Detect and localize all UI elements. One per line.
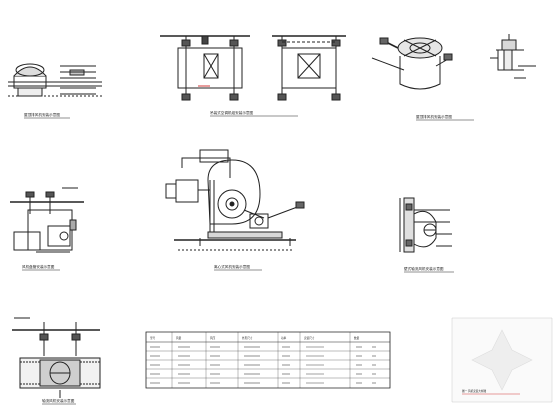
stamp-block: 图一 风机安装大样图 [452, 318, 552, 402]
caption-d3: 屋顶排风机安装示意图 [416, 114, 452, 119]
caption-d5: 离心式风机安装示意图 [214, 264, 250, 269]
watermark-star [472, 330, 532, 390]
detail-rooftop-exhaust [372, 38, 452, 89]
detail-fan-coil [10, 188, 84, 252]
caption-d7: 轴流风机安装示意图 [42, 398, 75, 403]
detail-ceiling-ahu [160, 36, 250, 100]
table-header-cell: 功率 [281, 336, 287, 340]
detail-centrifugal-fan [166, 150, 304, 250]
table-cell-marks [150, 347, 376, 383]
caption-d6: 壁式轴流风机安装示意图 [404, 266, 444, 271]
caption-d2: 吊装式空调机组安装示意图 [210, 110, 254, 115]
equipment-table: 型号 风量 风压 外形尺寸 功率 安装尺寸 数量 [146, 332, 390, 388]
stamp-label: 图一 风机安装大样图 [462, 389, 487, 393]
detail-axial-fan [12, 318, 100, 398]
table-header-cell: 风压 [210, 336, 216, 340]
table-header-cell: 型号 [150, 336, 156, 340]
detail-ceiling-ahu-side [272, 36, 346, 100]
detail-rooftop-fan [8, 64, 102, 96]
caption-d4: 风机盘管安装示意图 [22, 264, 55, 269]
caption-d1: 屋顶排风机安装示意图 [24, 112, 60, 117]
table-header-cell: 风量 [176, 336, 182, 340]
table-header-cell: 数量 [354, 336, 360, 340]
table-header-cell: 外形尺寸 [242, 336, 253, 340]
table-header-cell: 安装尺寸 [304, 336, 315, 340]
detail-wall-bracket [490, 34, 536, 78]
detail-wall-axial-fan [400, 198, 452, 252]
